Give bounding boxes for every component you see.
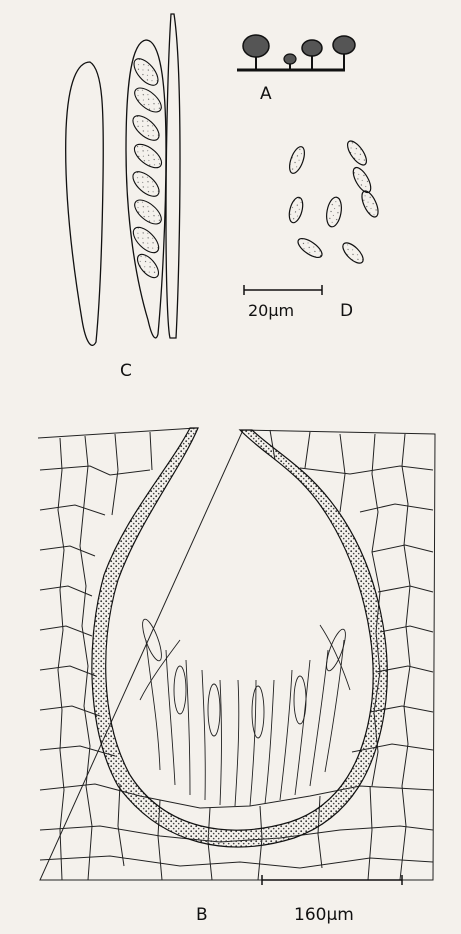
figure-b-hymenium — [139, 617, 350, 806]
scale-bar-small — [244, 285, 322, 295]
figure-c-asci — [66, 14, 180, 345]
figure-d-ascospores — [287, 138, 382, 266]
label-c: C — [120, 361, 132, 381]
scale-label-large: 160µm — [294, 905, 354, 925]
figure-a-stromata — [237, 35, 355, 70]
label-d: D — [340, 301, 353, 321]
scale-bar-large — [262, 875, 402, 885]
label-b: B — [196, 905, 208, 925]
figure-c-ascospores — [129, 55, 166, 282]
scale-label-small: 20µm — [248, 301, 294, 320]
label-a: A — [260, 84, 272, 104]
